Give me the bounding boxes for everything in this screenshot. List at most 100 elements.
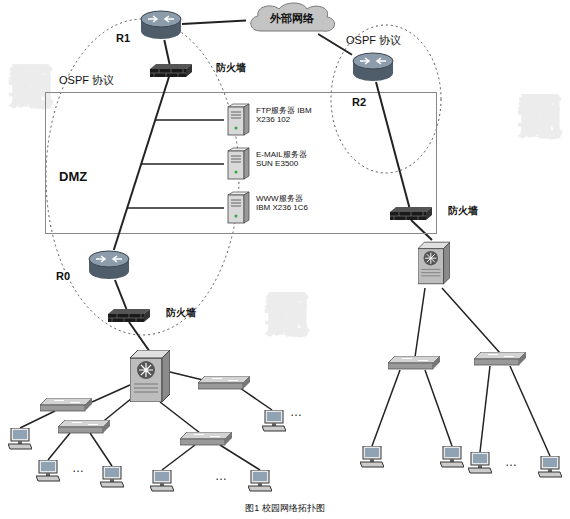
network-link	[182, 20, 246, 23]
ospf-area-ellipse	[331, 25, 441, 173]
access-switch	[388, 356, 440, 369]
pc-wire	[48, 433, 70, 460]
pc-icon	[36, 460, 60, 481]
access-switch	[198, 376, 250, 389]
firewall-top	[390, 207, 432, 212]
pc-wire	[425, 370, 452, 446]
uplink-wire	[129, 322, 150, 352]
access-switch	[474, 352, 526, 365]
firewall-front	[390, 212, 426, 220]
firewall-side	[186, 64, 192, 77]
router-arrows	[96, 256, 122, 262]
firewall-side	[144, 309, 150, 322]
firewall-top	[150, 64, 192, 69]
router-outline	[140, 10, 182, 40]
server-side	[244, 192, 249, 223]
network-link	[164, 40, 169, 64]
figure-caption: 图1 校园网络拓扑图	[0, 503, 570, 513]
firewall-front	[150, 69, 186, 77]
firewall-label: 防火墙	[216, 62, 246, 74]
server-bays	[231, 156, 241, 162]
router: R1	[140, 10, 182, 40]
server: E-MAIL服务器 SUN E3500	[224, 148, 250, 180]
router-label: R2	[352, 96, 366, 109]
router: R2	[352, 52, 392, 82]
firewall-front	[108, 314, 144, 322]
network-link	[114, 77, 169, 250]
external-network-cloud-label: 外部网络	[246, 2, 338, 34]
pc-icon	[468, 452, 492, 473]
network-link	[376, 82, 409, 207]
pc-icon	[248, 470, 272, 491]
pc-wire	[90, 433, 112, 466]
router-arrows	[360, 58, 386, 64]
server-outline	[224, 192, 250, 224]
firewall-bricks	[390, 212, 426, 220]
ospf-area-label: OSPF 协议	[59, 74, 114, 87]
server-bays	[231, 112, 241, 118]
router-outline	[88, 250, 130, 280]
pc-icon	[150, 470, 174, 491]
router-label: R0	[56, 270, 70, 283]
server-link	[141, 163, 224, 165]
wires	[20, 120, 550, 470]
ospf-area-label: OSPF 协议	[346, 34, 401, 47]
external-network-cloud: 外部网络	[246, 2, 338, 34]
uplink-wire	[411, 220, 432, 240]
server-front	[228, 107, 244, 135]
pc-wire	[510, 366, 550, 456]
access-switch	[40, 398, 92, 411]
switch-wire	[170, 372, 203, 380]
ellipsis-mark: …	[72, 462, 84, 476]
firewall-side	[426, 207, 432, 220]
pc-wire	[372, 370, 400, 446]
ellipsis-mark: …	[290, 406, 302, 420]
server-label: FTP服务器 IBM X236 102	[256, 106, 312, 124]
pc-wire	[480, 366, 490, 452]
firewall-bricks	[108, 314, 144, 322]
dmz-zone: DMZ FTP服务器 IBM X236 102E-MAIL服务器 SUN E350…	[45, 92, 437, 234]
firewall-top	[108, 309, 150, 314]
ellipsis-mark: …	[215, 470, 227, 484]
server-outline	[224, 104, 250, 136]
pc-wire	[20, 411, 55, 428]
firewall-outline	[108, 309, 150, 322]
server-link	[155, 119, 224, 121]
server-led	[235, 127, 238, 130]
firewall-outline	[390, 207, 432, 220]
switch-wire	[415, 288, 425, 357]
server-link	[127, 207, 224, 209]
pc-icon	[440, 446, 464, 467]
server: FTP服务器 IBM X236 102	[224, 104, 250, 136]
pc-icon	[8, 428, 32, 449]
access-switch	[58, 420, 110, 433]
server-bays	[231, 200, 241, 206]
pc-wire	[240, 388, 272, 410]
dmz-zone-label: DMZ	[59, 170, 87, 185]
pc-wire	[162, 445, 195, 470]
switch-wire	[160, 402, 200, 433]
router-top	[89, 251, 129, 267]
core-switch	[130, 350, 170, 402]
router: R0	[88, 250, 130, 280]
pc-icon	[262, 410, 286, 431]
server-side	[244, 104, 249, 135]
server-led	[235, 171, 238, 174]
dmz-frame	[46, 93, 437, 234]
server-outline	[224, 148, 250, 180]
firewall: 防火墙	[150, 64, 192, 77]
server-label: WWW服务器 IBM X236 1C6	[256, 194, 312, 212]
router-top	[353, 53, 393, 69]
router-outline	[352, 52, 392, 82]
pc-icon	[538, 456, 562, 477]
firewall-label: 防火墙	[166, 307, 196, 319]
switch-wire	[92, 385, 130, 402]
router-arrows	[148, 16, 174, 22]
pc-icon	[100, 466, 124, 487]
server: WWW服务器 IBM X236 1C6	[224, 192, 250, 224]
ellipsis-mark: …	[505, 456, 517, 470]
switch-wire	[442, 288, 500, 353]
ospf-area: OSPF 协议 R2	[330, 24, 442, 174]
firewall-bricks	[150, 69, 186, 77]
